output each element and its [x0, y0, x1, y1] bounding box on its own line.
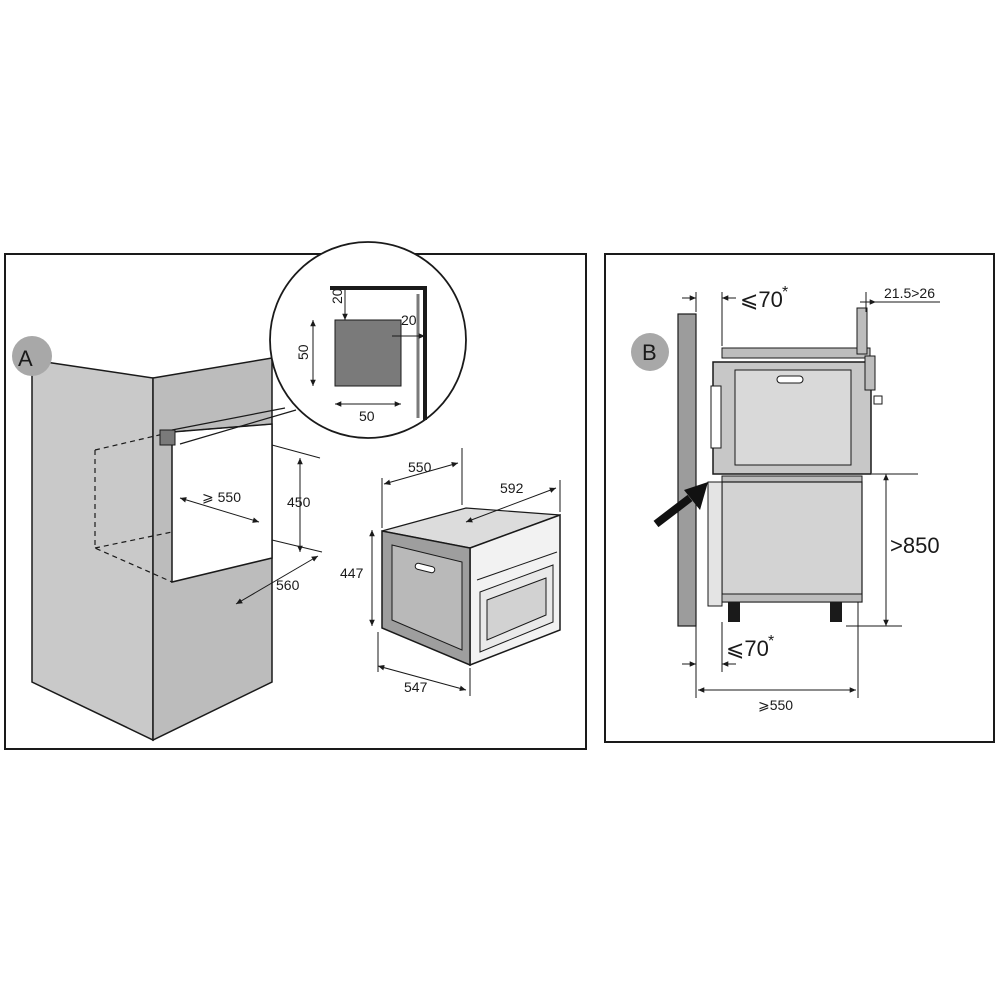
floor-height-label: >850: [890, 533, 940, 558]
detail-box: [334, 319, 402, 387]
base-depth-label: ⩾550: [758, 697, 793, 713]
appliance-depth-label: 550: [408, 459, 432, 475]
panel-a: 20 20 50 50 ⩾ 550 450 560 550: [4, 241, 587, 750]
detail-width-label: 50: [359, 408, 375, 424]
badge-a-circle: [12, 336, 52, 376]
badge-b-label: B: [642, 340, 657, 365]
appliance-width-label: 592: [500, 480, 524, 496]
appliance-height-label: 447: [340, 565, 364, 581]
base-cabinet: [707, 475, 863, 622]
niche-depth-label: ⩾ 550: [202, 489, 241, 505]
ventilation-arrow: [653, 482, 708, 528]
oven-side-view: [710, 307, 883, 475]
panel-b: ⩽70 * 21.5>26 >850 ⩽70 * ⩾550 B: [604, 253, 995, 743]
detail-top-offset-label: 20: [329, 288, 345, 304]
detail-side-offset-label: 20: [401, 312, 417, 328]
badge-b-circle: [631, 333, 669, 371]
cable-opening-square: [159, 429, 176, 446]
top-clearance-asterisk: *: [782, 284, 788, 301]
niche-width-label: 560: [276, 577, 300, 593]
appliance-body-depth-label: 547: [404, 679, 428, 695]
wall: [677, 313, 697, 627]
niche-height-label: 450: [287, 494, 311, 510]
tall-cabinet: [31, 357, 273, 742]
top-clearance-label: ⩽70: [740, 287, 783, 312]
detail-zoom-circle: 20 20 50 50: [269, 241, 467, 439]
detail-height-label: 50: [295, 344, 311, 360]
bottom-clearance-asterisk: *: [768, 633, 774, 650]
door-offset-label: 21.5>26: [884, 285, 935, 301]
badge-a-label: A: [18, 346, 33, 371]
bottom-clearance-label: ⩽70: [726, 636, 769, 661]
